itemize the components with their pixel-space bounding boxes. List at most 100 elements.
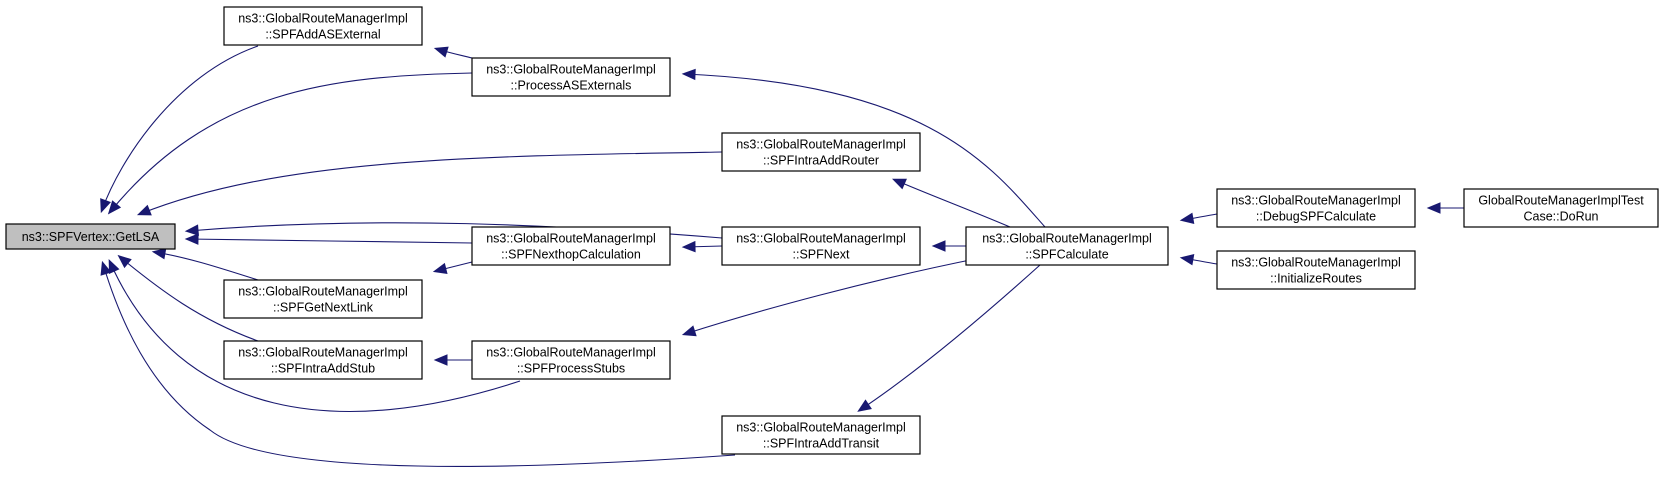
edge-processasexternals-to-spfaddasexternal [433, 46, 473, 59]
edge-line [154, 251, 259, 281]
node-label-line: ::DebugSPFCalculate [1256, 210, 1376, 224]
edge-processasexternals-to-getlsa [107, 72, 473, 215]
node-label-line: ::SPFNext [793, 248, 850, 262]
node-box [223, 6, 423, 46]
node-label-line: ::SPFGetNextLink [273, 301, 374, 315]
node-label-line: ns3::GlobalRouteManagerImpl [736, 232, 906, 246]
node-label-line: ns3::GlobalRouteManagerImpl [486, 346, 656, 360]
node-spfnext[interactable]: ns3::GlobalRouteManagerImpl::SPFNext [721, 226, 921, 266]
arrowhead [681, 325, 697, 337]
node-label-line: ::SPFIntraAddStub [271, 362, 375, 376]
node-spfnexthopcalculation[interactable]: ns3::GlobalRouteManagerImpl::SPFNexthopC… [471, 226, 671, 266]
node-spfaddasexternal[interactable]: ns3::GlobalRouteManagerImpl::SPFAddASExt… [223, 6, 423, 46]
node-debugspfcalculate[interactable]: ns3::GlobalRouteManagerImpl::DebugSPFCal… [1216, 188, 1416, 228]
edge-line [859, 264, 1041, 411]
edge-spfcalculate-to-spfprocessstubs [681, 257, 981, 337]
node-box [471, 340, 671, 380]
node-box [721, 226, 921, 266]
edge-line [101, 45, 259, 211]
edge-spfnext-to-spfnexthopcalculation [681, 240, 723, 253]
node-label-line: ns3::GlobalRouteManagerImpl [238, 12, 408, 26]
node-label-line: ::InitializeRoutes [1270, 272, 1362, 286]
edge-debugspfcalculate-to-spfcalculate [1179, 212, 1218, 224]
node-box [1463, 188, 1659, 228]
node-spfcalculate[interactable]: ns3::GlobalRouteManagerImpl::SPFCalculat… [965, 226, 1169, 266]
node-label-line: ::SPFIntraAddRouter [763, 154, 879, 168]
node-processasexternals[interactable]: ns3::GlobalRouteManagerImpl::ProcessASEx… [471, 57, 671, 97]
edge-spfcalculate-to-spfnext [931, 240, 966, 252]
node-label-line: ns3::GlobalRouteManagerImpl [486, 63, 656, 77]
edge-spfprocessstubs-to-getlsa [108, 259, 521, 412]
node-label-line: ns3::SPFVertex::GetLSA [22, 230, 160, 244]
edge-line [187, 238, 473, 244]
arrowhead [117, 254, 132, 269]
arrowhead [100, 198, 111, 214]
node-label-line: ns3::GlobalRouteManagerImpl [1231, 194, 1401, 208]
node-label-line: ::SPFIntraAddTransit [763, 437, 880, 451]
edge-testcasedorun-to-debugspfcalculate [1426, 202, 1464, 214]
arrowhead [1179, 254, 1195, 266]
arrowhead [931, 240, 946, 252]
node-box [223, 340, 423, 380]
node-spfintraaddtransit[interactable]: ns3::GlobalRouteManagerImpl::SPFIntraAdd… [721, 415, 921, 455]
node-label-line: ::SPFAddASExternal [265, 28, 380, 42]
arrowhead [100, 260, 112, 276]
arrowhead [184, 233, 199, 245]
node-spfgetnextlink[interactable]: ns3::GlobalRouteManagerImpl::SPFGetNextL… [223, 279, 423, 319]
node-label-line: ns3::GlobalRouteManagerImpl [982, 232, 1152, 246]
arrowhead [432, 262, 448, 275]
arrowhead [1179, 212, 1195, 224]
edges-layer [100, 45, 1464, 467]
edge-spfcalculate-to-processasexternals [681, 68, 1046, 228]
node-box [721, 415, 921, 455]
node-getlsa[interactable]: ns3::SPFVertex::GetLSA [5, 223, 176, 250]
arrowhead [892, 178, 907, 190]
arrowhead [136, 204, 152, 216]
edge-line [684, 73, 1046, 228]
edge-spfintraaddrouter-to-getlsa [136, 151, 723, 216]
arrowhead [151, 248, 167, 260]
edge-spfnexthopcalculation-to-spfgetnextlink [432, 261, 473, 275]
edge-spfintraaddstub-to-getlsa [117, 254, 259, 342]
edge-spfintraaddtransit-to-getlsa [100, 260, 736, 467]
arrowhead [107, 200, 122, 215]
node-label-line: ::SPFProcessStubs [517, 362, 625, 376]
node-box [721, 132, 921, 172]
edge-line [102, 263, 736, 467]
arrowhead [681, 240, 696, 253]
arrowhead [108, 259, 120, 274]
edge-spfgetnextlink-to-getlsa [151, 248, 259, 281]
node-label-line: ns3::GlobalRouteManagerImpl [736, 138, 906, 152]
edge-spfaddasexternal-to-getlsa [100, 45, 259, 214]
edge-spfnexthopcalculation-to-getlsa [184, 233, 473, 245]
edge-line [119, 256, 259, 342]
node-spfintraaddstub[interactable]: ns3::GlobalRouteManagerImpl::SPFIntraAdd… [223, 340, 423, 380]
node-box [223, 279, 423, 319]
arrowhead [433, 354, 448, 366]
node-label-line: ::SPFCalculate [1025, 248, 1108, 262]
edge-spfcalculate-to-spfintraaddtransit [857, 264, 1041, 412]
edge-line [109, 261, 521, 412]
edge-initializeroutes-to-spfcalculate [1179, 254, 1218, 266]
node-label-line: ns3::GlobalRouteManagerImpl [1231, 256, 1401, 270]
node-spfintraaddrouter[interactable]: ns3::GlobalRouteManagerImpl::SPFIntraAdd… [721, 132, 921, 172]
node-box [5, 223, 176, 250]
node-label-line: ns3::GlobalRouteManagerImpl [486, 232, 656, 246]
edge-line [139, 151, 723, 215]
node-initializeroutes[interactable]: ns3::GlobalRouteManagerImpl::InitializeR… [1216, 250, 1416, 290]
edge-line [684, 257, 981, 335]
node-label-line: GlobalRouteManagerImplTest [1478, 194, 1644, 208]
edge-line [894, 179, 1011, 228]
node-box [471, 57, 671, 97]
nodes-layer: ns3::SPFVertex::GetLSAns3::GlobalRouteMa… [5, 6, 1659, 455]
node-label-line: Case::DoRun [1523, 210, 1598, 224]
arrowhead [433, 46, 449, 58]
edge-line [109, 72, 473, 213]
edge-spfcalculate-to-spfintraaddrouter [892, 178, 1011, 228]
arrowhead [857, 399, 872, 412]
node-label-line: ns3::GlobalRouteManagerImpl [238, 346, 408, 360]
node-label-line: ::SPFNexthopCalculation [501, 248, 641, 262]
node-spfprocessstubs[interactable]: ns3::GlobalRouteManagerImpl::SPFProcessS… [471, 340, 671, 380]
